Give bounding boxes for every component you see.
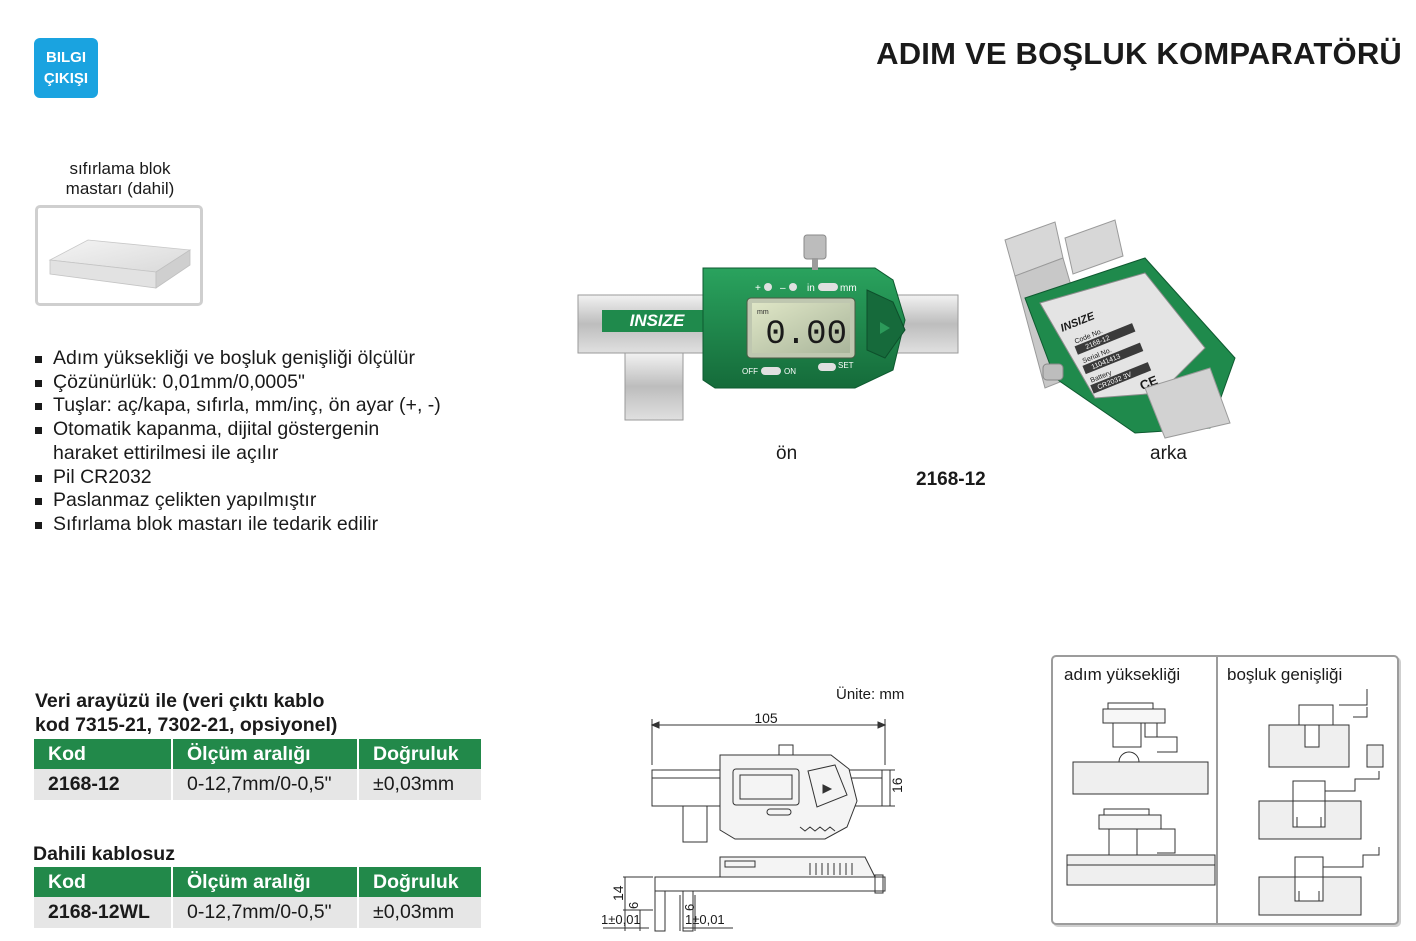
display-value: 0.00	[765, 316, 847, 354]
badge-line-1: BILGI	[46, 49, 86, 66]
plus-key[interactable]	[764, 283, 772, 291]
product-back-image: INSIZE Code No. 2168-12 Serial No. 11041…	[1004, 219, 1236, 439]
table-row: 2168-12WL 0-12,7mm/0-0,5" ±0,03mm	[34, 897, 481, 928]
feature-item: Otomatik kapanma, dijital göstergenin	[35, 418, 441, 442]
model-number: 2168-12	[916, 469, 986, 490]
display-unit: mm	[757, 309, 769, 316]
dimension-6-left: 6	[626, 902, 641, 909]
dimension-14: 14	[610, 885, 626, 901]
back-caption: arka	[1150, 443, 1187, 464]
gap-width-label: boşluk genişliği	[1227, 665, 1343, 684]
feature-item: Pil CR2032	[35, 466, 441, 490]
feature-item-continuation: haraket ettirilmesi ile açılır	[53, 441, 279, 464]
table-header-row: Kod Ölçüm aralığı Doğruluk	[34, 867, 481, 897]
feature-item: Çözünürlük: 0,01mm/0,0005"	[35, 371, 441, 395]
table1-heading-line-2: kod 7315-21, 7302-21, opsiyonel)	[35, 714, 338, 736]
zero-block-caption-line-1: sıfırlama blok	[69, 159, 171, 178]
cell-code: 2168-12	[34, 769, 173, 800]
feature-list: Adım yüksekliği ve boşluk genişliği ölçü…	[35, 347, 441, 537]
tolerance-right: 1±0,01	[685, 912, 725, 927]
play-arrow-icon	[880, 322, 890, 334]
dimension-16: 16	[889, 777, 905, 793]
usage-divider	[1216, 657, 1218, 923]
feature-item: Adım yüksekliği ve boşluk genişliği ölçü…	[35, 347, 441, 371]
table2-heading: Dahili kablosuz	[33, 843, 175, 865]
dimension-drawing: 105 16 14 6 6 1±0,01 1±0,01	[601, 710, 905, 932]
key-label-minus: –	[780, 283, 786, 294]
zero-block-image	[35, 205, 203, 306]
header-accuracy: Doğruluk	[358, 867, 481, 897]
key-label-mm: mm	[840, 283, 857, 294]
header-code: Kod	[34, 867, 173, 897]
tolerance-left: 1±0,01	[601, 912, 641, 927]
info-output-badge: BILGI ÇIKIŞI	[34, 38, 98, 98]
usage-panel: adım yüksekliği boşluk genişliği	[1051, 655, 1399, 925]
zero-block-illustration	[48, 239, 192, 289]
header-range: Ölçüm aralığı	[172, 867, 359, 897]
set-key[interactable]	[818, 363, 836, 371]
cell-accuracy: ±0,03mm	[358, 897, 481, 928]
key-label-set: SET	[838, 361, 854, 370]
power-key[interactable]	[761, 367, 781, 375]
spec-table-wired: Kod Ölçüm aralığı Doğruluk 2168-12 0-12,…	[34, 739, 481, 800]
header-accuracy: Doğruluk	[358, 739, 481, 769]
dimension-6-right: 6	[682, 904, 697, 911]
table1-heading: Veri arayüzü ile (veri çıktı kablo kod 7…	[35, 689, 337, 737]
table1-heading-line-1: Veri arayüzü ile (veri çıktı kablo	[35, 690, 325, 712]
spec-table-wireless: Kod Ölçüm aralığı Doğruluk 2168-12WL 0-1…	[34, 867, 481, 928]
feature-item: Sıfırlama blok mastarı ile tedarik edili…	[35, 513, 441, 537]
key-label-plus: +	[755, 283, 761, 294]
feature-item: Paslanmaz çelikten yapılmıştır	[35, 489, 441, 513]
key-label-in: in	[807, 283, 815, 294]
brand-logo: INSIZE	[630, 311, 685, 330]
minus-key[interactable]	[789, 283, 797, 291]
header-code: Kod	[34, 739, 173, 769]
badge-line-2: ÇIKIŞI	[43, 70, 89, 87]
page-title: ADIM VE BOŞLUK KOMPARATÖRÜ	[876, 36, 1402, 71]
cell-range: 0-12,7mm/0-0,5"	[172, 897, 359, 928]
step-height-label: adım yüksekliği	[1064, 665, 1181, 684]
front-caption: ön	[776, 443, 798, 464]
key-label-off: OFF	[742, 367, 758, 376]
table-row: 2168-12 0-12,7mm/0-0,5" ±0,03mm	[34, 769, 481, 800]
unit-label: Ünite: mm	[836, 686, 905, 703]
table-header-row: Kod Ölçüm aralığı Doğruluk	[34, 739, 481, 769]
header-range: Ölçüm aralığı	[172, 739, 359, 769]
cell-code: 2168-12WL	[34, 897, 173, 928]
zero-block-caption-line-2: mastarı (dahil)	[65, 179, 175, 198]
key-label-on: ON	[784, 367, 796, 376]
feature-item: Tuşlar: aç/kapa, sıfırla, mm/inç, ön aya…	[35, 394, 441, 418]
cell-accuracy: ±0,03mm	[358, 769, 481, 800]
usage-illustrations	[1066, 689, 1384, 916]
product-front-image: INSIZE + – in mm mm 0.00 OFF ON SET	[577, 234, 959, 421]
dimension-105: 105	[754, 710, 778, 726]
zero-block-caption: sıfırlama blok mastarı (dahil)	[40, 159, 200, 199]
cell-range: 0-12,7mm/0-0,5"	[172, 769, 359, 800]
mm-inch-key[interactable]	[818, 283, 838, 291]
